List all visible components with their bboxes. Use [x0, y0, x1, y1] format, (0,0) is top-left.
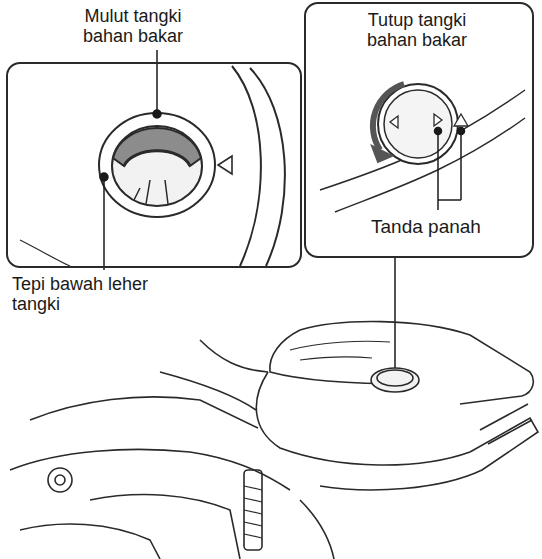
- leader-lines: [391, 128, 465, 378]
- leader-line: [437, 132, 439, 210]
- arrow-mark: [454, 114, 468, 126]
- part-label: Tanda panah: [346, 216, 506, 238]
- label-text: Tepi bawah leher tangki: [12, 274, 148, 314]
- label-text: Tutup tangki bahan bakar: [367, 10, 467, 50]
- turn-arrowhead: [372, 146, 392, 162]
- leader-dot: [100, 173, 108, 181]
- seat-detail: [290, 341, 390, 360]
- leader-dot: [458, 128, 465, 135]
- tank-edge: [320, 90, 525, 190]
- motorcycle-drawing: [10, 322, 538, 559]
- inset-panel: Mulut tangki bahan bakarTepi bawah leher…: [6, 62, 302, 268]
- mouth-rim: [99, 113, 215, 217]
- leader-line: [156, 50, 158, 113]
- leader-line: [460, 132, 462, 200]
- bolt: [55, 475, 65, 485]
- shock-absorber: [244, 470, 262, 550]
- turn-arrow: [373, 84, 404, 150]
- part-label: Tutup tangki bahan bakar: [342, 10, 492, 50]
- neck-shadow: [113, 128, 201, 166]
- neck-lower-edge: [124, 151, 190, 166]
- leader-lines: [100, 50, 161, 270]
- leader-line: [103, 178, 105, 270]
- frame-line: [20, 524, 160, 559]
- neck-inner-lines: [134, 180, 168, 204]
- leader-line: [394, 258, 396, 372]
- part-label: Tepi bawah leher tangki: [12, 274, 192, 314]
- frame-line: [30, 397, 258, 428]
- frame-line: [160, 340, 268, 410]
- body-curve: [20, 240, 70, 266]
- cap-inner: [384, 90, 452, 158]
- seat-outline: [300, 322, 533, 404]
- frame-line: [90, 495, 240, 559]
- leader-dot: [153, 110, 161, 118]
- arrow-mark: [390, 116, 398, 128]
- tank-mouth-drawing: [20, 66, 285, 266]
- mouth-neck: [112, 126, 202, 206]
- cap-on-bike: [377, 370, 413, 386]
- frame-line: [300, 500, 334, 559]
- body-curve: [250, 68, 285, 266]
- tail-outline: [320, 418, 538, 490]
- tail-light: [480, 404, 532, 444]
- label-text: Mulut tangki bahan bakar: [83, 6, 183, 46]
- label-text: Tanda panah: [371, 216, 481, 237]
- body-curve: [232, 66, 261, 266]
- inset-panel: Tutup tangki bahan bakarTanda panah: [304, 2, 534, 258]
- arrow-mark: [218, 156, 232, 174]
- arrow-mark: [434, 114, 442, 126]
- bolt: [48, 468, 72, 492]
- cap-on-bike: [371, 368, 419, 392]
- cap-outer: [378, 84, 458, 164]
- part-label: Mulut tangki bahan bakar: [58, 6, 208, 46]
- shock-spring: [244, 486, 262, 538]
- leader-dot: [435, 128, 442, 135]
- fuel-cap-drawing: [320, 84, 525, 212]
- body-outline: [256, 372, 470, 465]
- leader-line: [438, 199, 461, 201]
